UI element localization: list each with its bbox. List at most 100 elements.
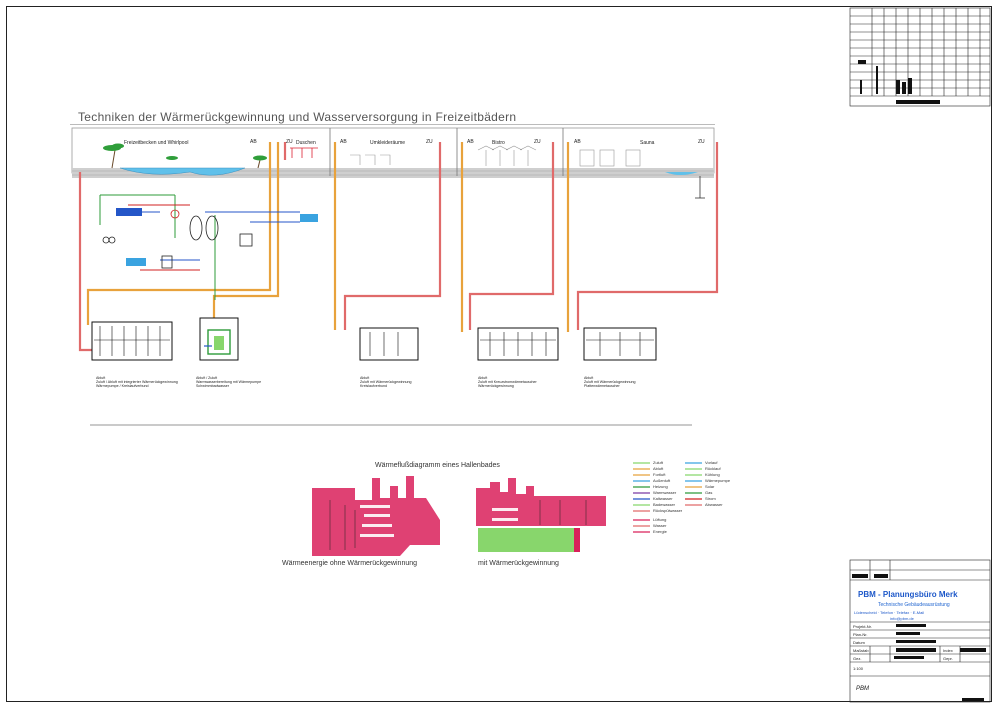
- pool-basin: [119, 167, 246, 176]
- sauna-basin: [665, 172, 698, 175]
- section-label-sauna: Sauna: [640, 140, 655, 146]
- legend-swatches: [633, 462, 702, 533]
- titleblock-field: Projekt-Nr.: [853, 624, 872, 629]
- duct-supply-1: [78, 172, 92, 352]
- storage-tank-1: [189, 215, 203, 241]
- unit-note-4: Abluft Zuluft mit Kreuzstromwärmetausche…: [478, 376, 537, 388]
- storage-tank-2: [205, 215, 219, 241]
- heatflow-right-fill: [476, 478, 606, 526]
- unit-note-line: Abluft: [360, 376, 370, 380]
- legend-item: Abwasser: [705, 502, 723, 507]
- heat-exchanger: [116, 208, 142, 216]
- unit-note-line: Zuluft mit Wärmerückgewinnung: [584, 380, 636, 384]
- pipe-blue: [118, 211, 300, 261]
- titleblock-field: Maßstab: [853, 648, 869, 653]
- legend-item: Gas: [705, 490, 713, 495]
- legend-item: Solar: [705, 484, 715, 489]
- legend-item: Kühlung: [705, 472, 720, 477]
- section-label-bistro: Bistro: [492, 140, 505, 146]
- unit-note-5: Abluft Zuluft mit Wärmerückgewinnung Pla…: [584, 376, 636, 388]
- legend-item: Vorlauf: [705, 460, 718, 465]
- pipe-green: [99, 194, 216, 300]
- heatflow-caption-right: mit Wärmerückgewinnung: [478, 560, 559, 567]
- legend-item: Abluft: [653, 466, 664, 471]
- duct-exhaust-1: [86, 142, 272, 325]
- unit-note-line: Zuluft mit Kreuzstromwärmetauscher: [478, 380, 537, 384]
- unit-note-line: Abluft / Zuluft: [196, 376, 218, 380]
- legend-item: Außenluft: [653, 478, 671, 483]
- titleblock-stamp: PBM: [856, 686, 870, 692]
- unit-note-line: Zuluft / Abluft mit integrierter Wärmerü…: [96, 380, 178, 384]
- unit-note-line: Kreislaufverbund: [360, 384, 387, 388]
- legend-item: Heizung: [653, 484, 668, 489]
- titleblock-field: Gez.: [853, 656, 862, 661]
- ahu-units: [91, 317, 657, 361]
- unit-note-line: Zuluft mit Wärmerückgewinnung: [360, 380, 412, 384]
- legend-item: Rücklauf: [705, 466, 721, 471]
- drawing-frame: [6, 6, 992, 702]
- unit-note-line: Abluft: [584, 376, 594, 380]
- unit-note-1: Abluft Zuluft / Abluft mit integrierter …: [96, 376, 178, 388]
- unit-note-line: Abluft: [478, 376, 488, 380]
- duct-exhaust-2: [212, 142, 280, 318]
- unit-note-2: Abluft / Zuluft Warmwasserbereitung mit …: [196, 376, 261, 388]
- port-label: ZU: [698, 139, 705, 145]
- heatflow-caption-left: Wärmeenergie ohne Wärmerückgewinnung: [282, 560, 418, 567]
- legend-item: Wasser: [653, 523, 667, 528]
- revision-table: [849, 7, 991, 107]
- titleblock-frame: [849, 559, 991, 703]
- title-underline: [70, 124, 715, 125]
- palm-trees: [111, 149, 261, 169]
- heatflow-title: Wärmeflußdiagramm eines Hallenbades: [375, 462, 500, 469]
- unit-note-line: Schwimmbadwasser: [196, 384, 229, 388]
- titleblock-address: Lüdenscheid · Telefon · Telefax · E-Mail: [854, 610, 925, 615]
- legend-item: Warmwasser: [653, 490, 677, 495]
- duct-supply-4: [468, 142, 555, 330]
- legend-item: Zuluft: [653, 460, 664, 465]
- section-label-showers: Duschen: [296, 140, 316, 146]
- heat-pump-core: [207, 329, 231, 355]
- port-label: AB: [467, 139, 474, 145]
- unit-note-line: Plattenwärmetauscher: [584, 384, 620, 388]
- titleblock-field: Gepr.: [943, 656, 953, 661]
- port-label: AB: [574, 139, 581, 145]
- legend-item: Rückspülwasser: [653, 508, 683, 513]
- legend-item: Strom: [705, 496, 716, 501]
- legend-item: Badewasser: [653, 502, 676, 507]
- titleblock-field: Index: [943, 648, 953, 653]
- port-label: ZU: [426, 139, 433, 145]
- titleblock-email: info@pbm.de: [890, 616, 914, 621]
- section-label-pool: Freizeitbecken und Whirlpool: [124, 140, 189, 146]
- ground-band: [72, 168, 714, 178]
- port-label: ZU: [534, 139, 541, 145]
- titleblock-company: PBM - Planungsbüro Merk: [858, 590, 958, 599]
- port-label: AB: [250, 139, 257, 145]
- showers: [290, 147, 318, 158]
- building-strip: [71, 127, 715, 174]
- duct-supply-3: [343, 142, 442, 330]
- unit-note-line: Wärmepumpe / Kreislaufverbund: [96, 384, 149, 388]
- legend-right: Vorlauf Rücklauf Kühlung Wärmepumpe Sola…: [705, 460, 730, 508]
- overflow-tank: [300, 214, 318, 222]
- unit-note-3: Abluft Zuluft mit Wärmerückgewinnung Kre…: [360, 376, 412, 388]
- unit-note-line: Warmwasserbereitung mit Wärmepumpe: [196, 380, 262, 384]
- titleblock-scale: 1:100: [853, 666, 864, 671]
- legend-left: Zuluft Abluft Fortluft Außenluft Heizung…: [653, 460, 682, 514]
- pipe-red: [128, 204, 200, 271]
- port-label: AB: [340, 139, 347, 145]
- heatflow-recovered: [478, 528, 574, 552]
- legend-item: Kaltwasser: [653, 496, 673, 501]
- unit-note-line: Wärmerückgewinnung: [478, 384, 514, 388]
- legend-item: Lüftung: [653, 517, 667, 522]
- legend-bottom: Lüftung Wasser Energie: [653, 517, 667, 535]
- drawing-title: Techniken der Wärmerückgewinnung und Was…: [78, 110, 517, 124]
- pump: [170, 209, 180, 219]
- legend-item: Energie: [653, 529, 667, 534]
- collector-tank: [239, 233, 253, 247]
- legend-item: Fortluft: [653, 472, 666, 477]
- unit-note-line: Abluft: [96, 376, 106, 380]
- titleblock-field: Plan-Nr.: [853, 632, 868, 637]
- filter-unit: [126, 258, 146, 266]
- titleblock-subtitle: Technische Gebäudeausrüstung: [878, 602, 950, 608]
